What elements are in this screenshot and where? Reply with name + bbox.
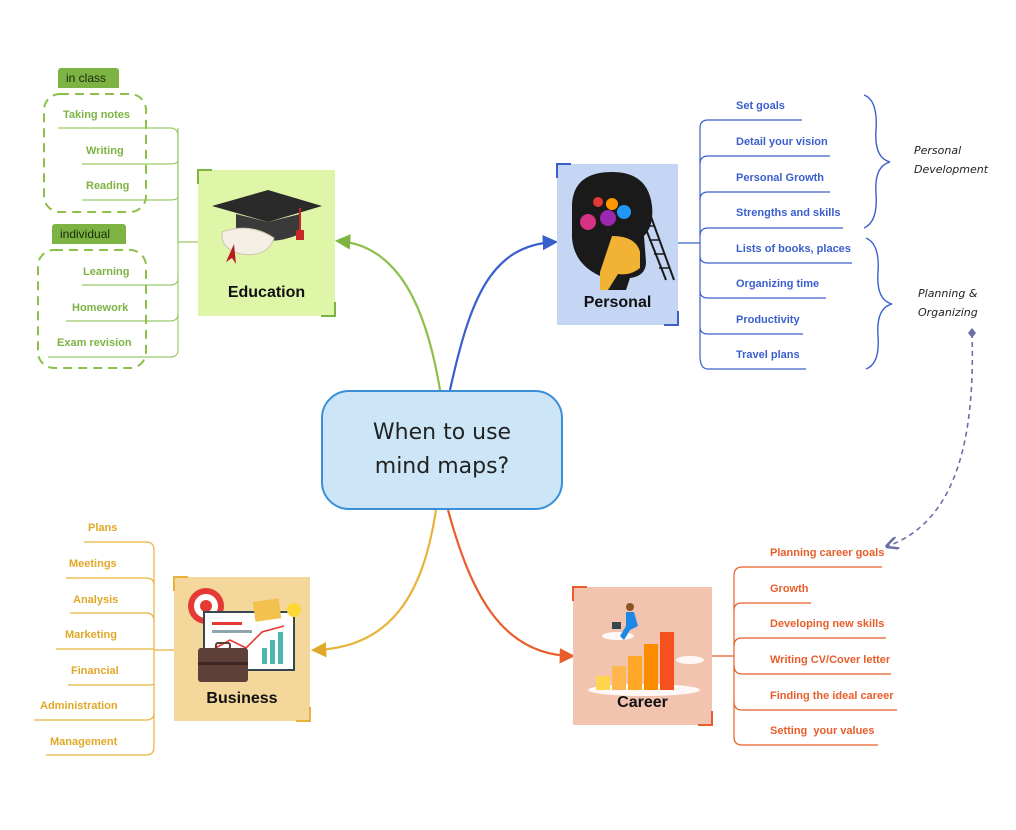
graduation-cap-icon [212, 190, 322, 264]
career-stairs-icon [588, 603, 704, 696]
career-item-new-skills[interactable]: Developing new skills [770, 618, 885, 630]
business-card[interactable]: Business [174, 577, 310, 721]
education-card[interactable]: Education [198, 170, 335, 316]
business-item-financial[interactable]: Financial [71, 665, 119, 677]
business-item-marketing[interactable]: Marketing [65, 629, 117, 641]
career-card[interactable]: Career [573, 587, 712, 725]
branch-career [446, 509, 576, 664]
career-item-values[interactable]: Setting your values [770, 725, 875, 737]
business-item-plans[interactable]: Plans [88, 522, 118, 534]
business-office-icon [188, 588, 301, 682]
business-item-meetings[interactable]: Meetings [69, 558, 117, 570]
edu-item-learning[interactable]: Learning [83, 266, 130, 278]
education-title: Education [227, 284, 306, 301]
central-topic-label: When to use mind maps? [372, 419, 512, 479]
brace-personal-development [863, 94, 891, 229]
personal-title: Personal [583, 294, 652, 311]
business-item-administration[interactable]: Administration [40, 700, 118, 712]
career-item-planning-goals[interactable]: Planning career goals [770, 547, 885, 559]
edu-item-exam-revision[interactable]: Exam revision [57, 337, 132, 349]
head-gears-icon [572, 172, 675, 290]
business-card-corner-br [296, 707, 311, 722]
personal-card-corner-br [664, 311, 679, 326]
business-subtree-lines [34, 541, 176, 756]
career-title: Career [617, 694, 668, 711]
tag-in-class[interactable]: in class [58, 68, 119, 88]
career-item-growth[interactable]: Growth [770, 583, 809, 595]
personal-item-strengths[interactable]: Strengths and skills [736, 207, 841, 219]
brace-planning-organizing [865, 237, 893, 370]
business-card-corner-tl [173, 576, 188, 591]
edu-item-homework[interactable]: Homework [72, 302, 129, 314]
group-box-individual [37, 249, 147, 369]
career-card-corner-tl [572, 586, 587, 601]
label-personal-development[interactable]: Personal Development [914, 144, 989, 176]
career-item-ideal-career[interactable]: Finding the ideal career [770, 690, 894, 702]
central-topic[interactable]: When to use mind maps? [321, 390, 563, 510]
career-card-bg [573, 587, 712, 725]
edu-item-reading[interactable]: Reading [86, 180, 130, 192]
business-item-analysis[interactable]: Analysis [73, 594, 119, 606]
business-title: Business [206, 690, 278, 707]
education-card-corner-br [321, 302, 336, 317]
branch-education [334, 234, 442, 391]
education-card-corner-tl [197, 169, 212, 184]
tag-individual[interactable]: individual [52, 224, 126, 244]
edu-item-writing[interactable]: Writing [86, 145, 124, 157]
personal-card[interactable]: Personal [557, 164, 678, 325]
group-box-in-class [43, 93, 147, 213]
career-item-cv[interactable]: Writing CV/Cover letter [770, 654, 891, 666]
relation-start-diamond [968, 328, 976, 338]
career-card-corner-br [698, 711, 713, 726]
personal-item-productivity[interactable]: Productivity [736, 314, 800, 326]
branch-personal [448, 234, 559, 391]
career-subtree-lines [712, 566, 897, 746]
edu-item-taking-notes[interactable]: Taking notes [63, 109, 131, 121]
personal-item-growth[interactable]: Personal Growth [736, 172, 825, 184]
personal-card-corner-tl [556, 163, 571, 178]
personal-item-set-goals[interactable]: Set goals [736, 100, 785, 112]
personal-item-detail-vision[interactable]: Detail your vision [736, 136, 828, 148]
relation-arrow [888, 332, 974, 546]
business-item-management[interactable]: Management [50, 736, 118, 748]
personal-item-lists[interactable]: Lists of books, places [736, 243, 851, 255]
personal-subtree-lines [678, 119, 852, 370]
branch-business [310, 509, 438, 658]
label-planning-organizing[interactable]: Planning & Organizing [918, 287, 978, 319]
personal-item-travel-plans[interactable]: Travel plans [736, 349, 800, 361]
education-subtree-lines [48, 127, 198, 358]
personal-item-organizing-time[interactable]: Organizing time [736, 278, 820, 290]
